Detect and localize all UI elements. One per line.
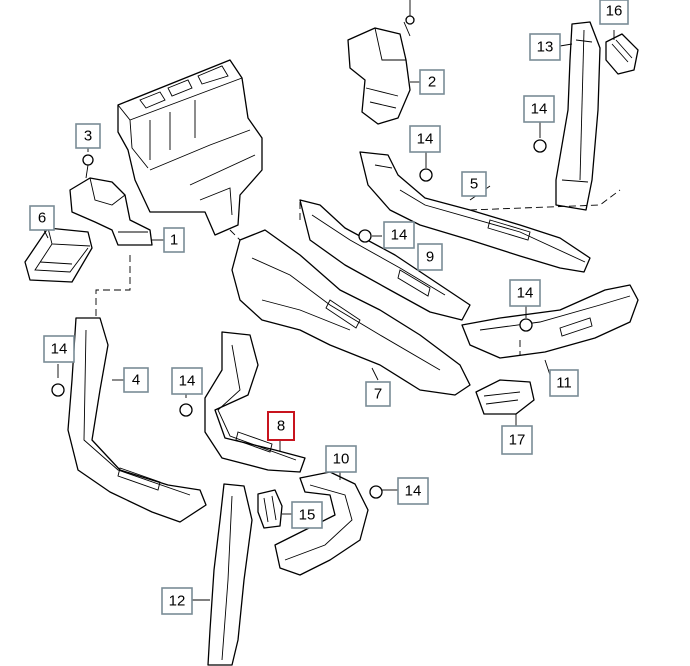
leader-lines (41, 30, 621, 601)
defrost-nozzle-2 (347, 21, 411, 125)
callout-13: 13 (529, 33, 561, 61)
callout-14-e: 14 (523, 95, 555, 123)
svg-text:2: 2 (428, 74, 436, 91)
svg-text:16: 16 (606, 3, 623, 20)
vent-duct-6 (24, 227, 93, 283)
callout-14-a: 14 (43, 335, 75, 363)
rear-duct-11 (461, 284, 639, 359)
callout-10: 10 (325, 445, 357, 473)
callout-4: 4 (123, 367, 149, 393)
vent-outlet-17 (475, 379, 535, 415)
svg-text:14: 14 (391, 227, 408, 244)
svg-text:17: 17 (509, 432, 526, 449)
callout-14-b: 14 (171, 367, 203, 395)
callout-16: 16 (599, 0, 629, 25)
svg-text:3: 3 (84, 128, 92, 145)
svg-text:4: 4 (132, 372, 140, 389)
svg-text:11: 11 (556, 375, 572, 392)
svg-text:1: 1 (170, 232, 178, 249)
callout-7: 7 (365, 381, 391, 407)
svg-text:8: 8 (277, 418, 285, 435)
callout-2: 2 (419, 69, 445, 95)
callout-14-c: 14 (383, 221, 415, 249)
callout-3: 3 (75, 123, 101, 149)
svg-text:14: 14 (51, 341, 68, 358)
svg-text:13: 13 (537, 39, 554, 56)
duct-8 (204, 331, 306, 473)
callout-15: 15 (291, 501, 323, 529)
callout-9: 9 (417, 243, 443, 271)
callout-12: 12 (161, 587, 193, 615)
clips-14 (51, 139, 547, 499)
svg-text:7: 7 (374, 386, 382, 403)
left-duct-4 (67, 317, 207, 523)
callout-1: 1 (163, 227, 185, 253)
callout-6: 6 (29, 205, 55, 231)
callout-5: 5 (461, 171, 487, 197)
svg-text:12: 12 (169, 593, 186, 610)
svg-text:14: 14 (517, 285, 534, 302)
callout-14-d: 14 (409, 125, 441, 153)
svg-text:6: 6 (38, 210, 46, 227)
svg-text:14: 14 (405, 483, 422, 500)
callout-8: 8 (267, 411, 295, 441)
duct-12 (207, 483, 253, 666)
svg-text:9: 9 (426, 249, 434, 266)
svg-text:15: 15 (299, 507, 316, 524)
duct-5 (359, 151, 591, 273)
callout-14-f: 14 (509, 279, 541, 307)
callout-14-g: 14 (397, 477, 429, 505)
callouts: 1 2 3 4 5 6 7 8 9 10 11 12 13 14 14 14 1… (29, 0, 629, 615)
svg-text:14: 14 (531, 101, 548, 118)
center-floor-duct-7 (231, 229, 471, 396)
heater-housing (117, 59, 263, 236)
top-screw (405, 0, 415, 25)
vent-outlet-16 (605, 33, 639, 75)
callout-11: 11 (549, 369, 579, 397)
duct-connector-left (69, 177, 153, 246)
svg-text:14: 14 (417, 131, 434, 148)
svg-text:5: 5 (470, 176, 478, 193)
floor-duct-9 (299, 199, 471, 321)
svg-text:10: 10 (333, 451, 350, 468)
callout-17: 17 (501, 425, 533, 455)
side-duct-13 (555, 21, 601, 211)
screw-3 (82, 154, 94, 179)
svg-text:14: 14 (179, 373, 196, 390)
connector-15 (257, 489, 283, 529)
